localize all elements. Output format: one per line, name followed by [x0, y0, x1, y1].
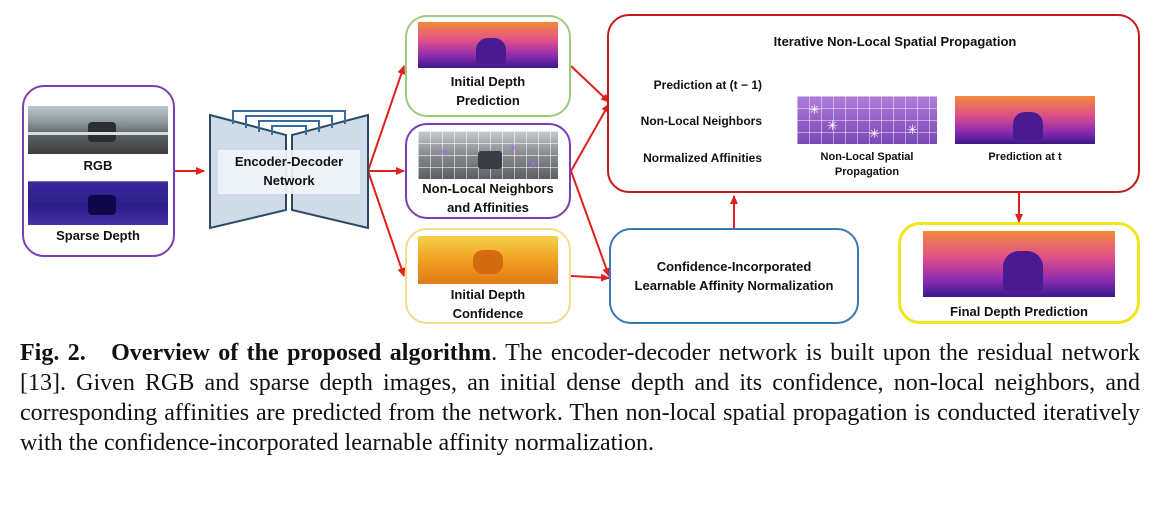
initial-depth-label-2: Prediction	[456, 93, 520, 108]
arrow-neighbors-to-propagation	[570, 103, 610, 172]
prediction-t-label: Prediction at t	[988, 151, 1062, 163]
prediction-prev-label: Prediction at (t − 1)	[653, 78, 762, 92]
nlsp-label-1: Non-Local Spatial	[820, 151, 914, 163]
final-label: Final Depth Prediction	[950, 304, 1088, 319]
arrow-depth-to-propagation	[570, 65, 610, 103]
prediction-t-image	[955, 96, 1095, 144]
rgb-label: RGB	[83, 158, 113, 173]
neighbors-label-2: and Affinities	[447, 200, 529, 215]
normalization-label-1: Confidence-Incorporated	[656, 259, 812, 274]
caption-title: Overview of the proposed algorithm	[111, 340, 492, 366]
arrow-confidence-to-normalization	[570, 273, 610, 282]
normalized-affinities-label: Normalized Affinities	[643, 151, 762, 165]
encoder-decoder-shape	[209, 110, 369, 230]
arrow-neighbors-to-normalization	[570, 170, 611, 277]
encoder-decoder-label-line1: Encoder-Decoder	[234, 154, 344, 169]
normalization-box	[609, 228, 859, 324]
sparse-depth-image	[28, 177, 168, 225]
confidence-label-1: Initial Depth	[450, 287, 526, 302]
non-local-neighbors-label: Non-Local Neighbors	[640, 114, 762, 128]
initial-depth-image	[418, 22, 558, 68]
neighbors-image: ✳ ✳ ✳	[418, 131, 558, 179]
caption-text: . The encoder-decoder network is built u…	[20, 340, 1141, 456]
arrow-network-to-depth	[367, 65, 406, 172]
encoder-decoder-label-bg	[218, 150, 360, 194]
figure-caption: Fig. 2. Overview of the proposed algorit…	[20, 338, 1140, 458]
nlsp-image: ✳ ✳ ✳ ✳	[797, 96, 937, 144]
confidence-label-2: Confidence	[452, 306, 524, 321]
caption-label: Fig. 2.	[20, 340, 86, 366]
confidence-image	[418, 236, 558, 284]
rgb-image	[28, 106, 168, 154]
normalization-label-2: Learnable Affinity Normalization	[634, 278, 834, 293]
encoder-decoder-label-line2: Network	[263, 173, 315, 188]
propagation-title: Iterative Non-Local Spatial Propagation	[773, 34, 1017, 49]
nlsp-label-2: Propagation	[834, 166, 900, 178]
arrow-network-to-confidence	[367, 170, 406, 277]
sparse-depth-label: Sparse Depth	[56, 228, 140, 243]
neighbors-label-1: Non-Local Neighbors	[422, 181, 554, 196]
final-depth-image	[923, 231, 1115, 297]
initial-depth-label-1: Initial Depth	[450, 74, 526, 89]
